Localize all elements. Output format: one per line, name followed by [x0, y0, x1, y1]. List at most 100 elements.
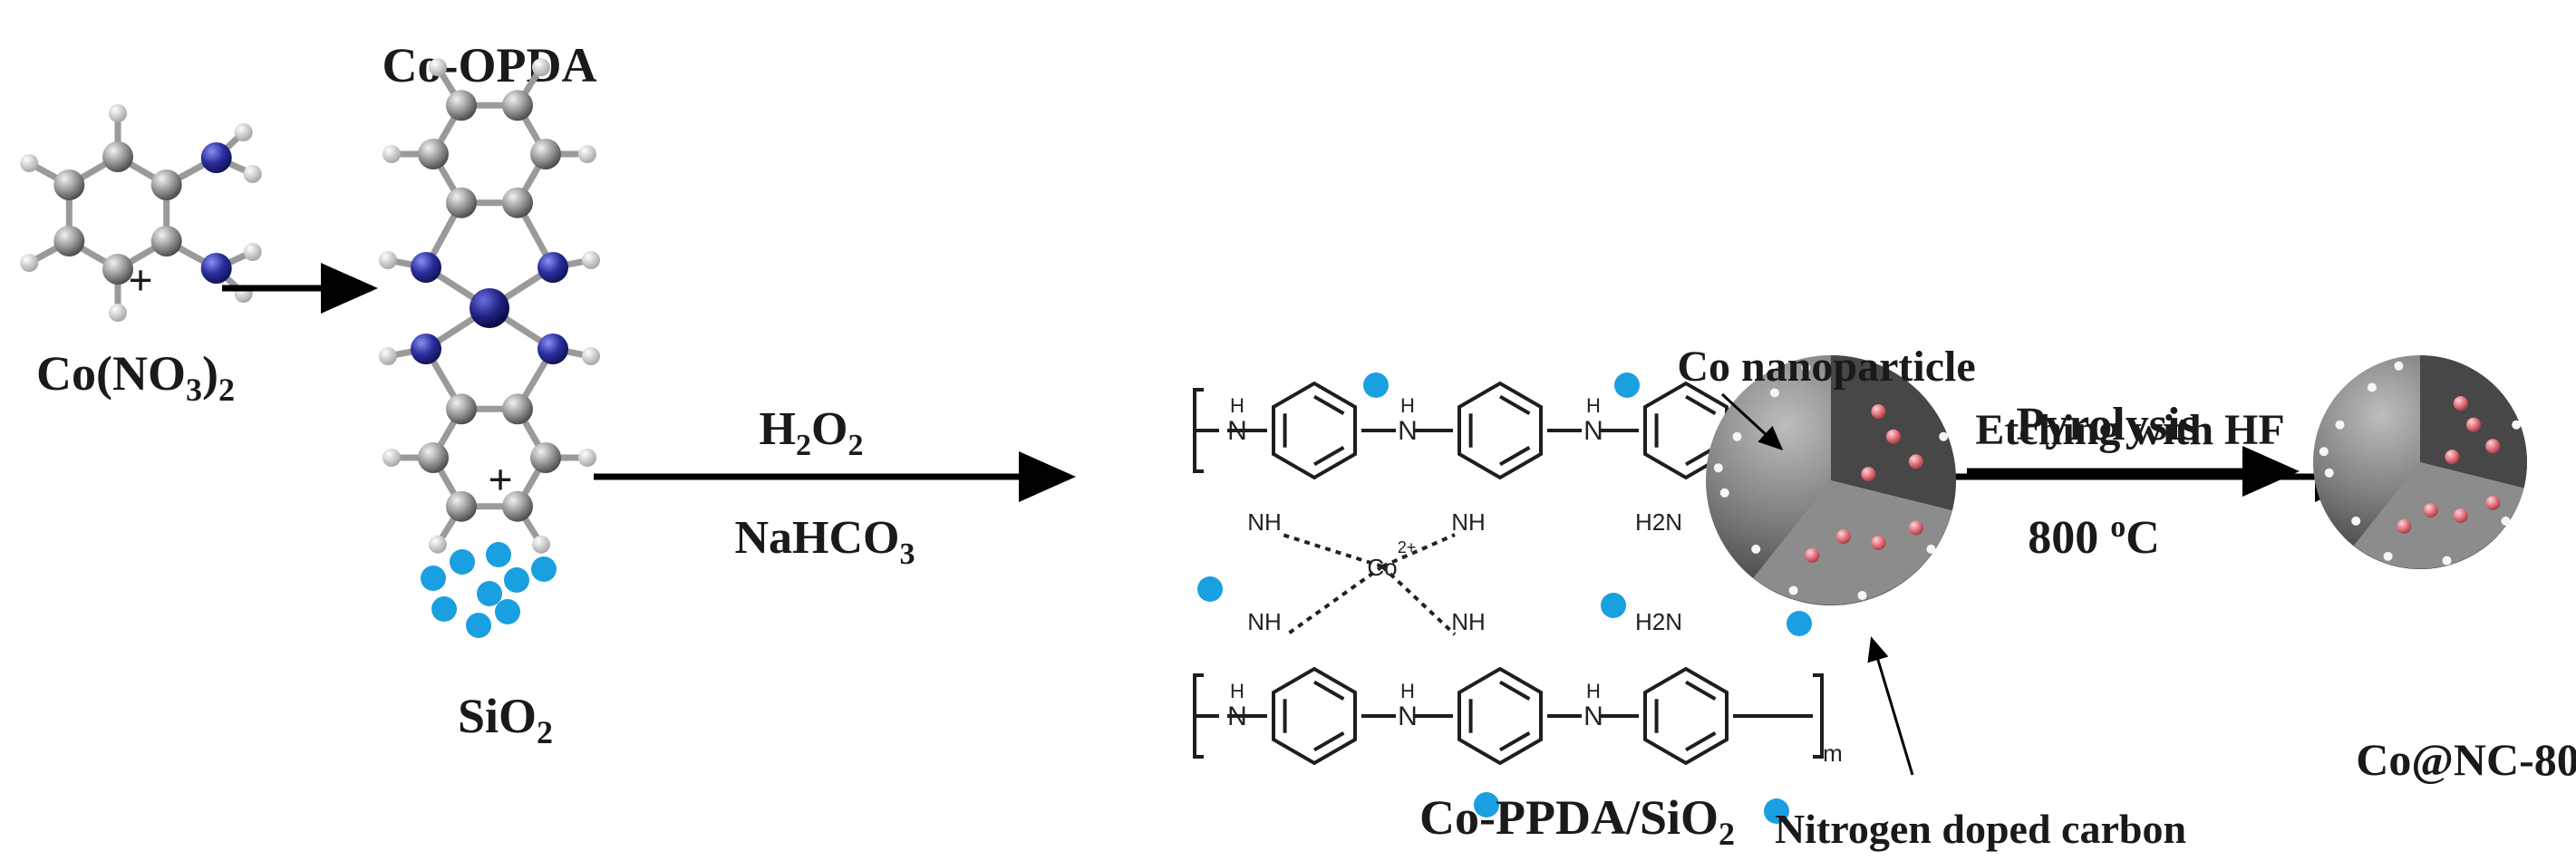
hydrogen-atom: [243, 165, 262, 183]
benzene-ring: [1643, 381, 1729, 480]
carbon-atom: [446, 90, 477, 121]
co-nanoparticle-label: Co nanoparticle: [1677, 343, 1975, 391]
hydrogen-atom: [429, 58, 447, 77]
co-nanoparticle: [2453, 508, 2468, 523]
hydrogen-atom: [379, 251, 397, 269]
hydrogen-atom: [234, 123, 253, 141]
benzene-ring: [1272, 666, 1357, 766]
hydrogen-atom: [532, 535, 550, 554]
carbon-atom: [530, 139, 561, 169]
nitrogen-carbon-label: Nitrogen doped carbon: [1775, 806, 2186, 852]
hydrogen-atom: [383, 145, 401, 163]
co-nanoparticle: [1805, 547, 1820, 563]
cutaway-face-bottom: [2353, 462, 2524, 569]
hydrogen-label: H: [1400, 680, 1415, 702]
carbon-atom: [102, 141, 133, 172]
co-opda-molecule: [379, 58, 600, 554]
double-bond: [1312, 445, 1345, 467]
surface-pore: [1751, 544, 1761, 554]
silica-dot: [450, 549, 475, 575]
repeat-subscript: m: [1823, 740, 1843, 767]
surface-pore: [1719, 488, 1729, 498]
hydrogen-label: H: [1230, 394, 1244, 417]
surface-pore: [2394, 361, 2404, 371]
carbon-atom: [530, 442, 561, 473]
silica-dot: [1474, 792, 1499, 817]
coordination-bond: [1282, 533, 1383, 568]
nitrogen-atom: [411, 252, 441, 283]
surface-pore: [2324, 468, 2334, 478]
polymer-bracket: [1813, 673, 1824, 759]
co-nc-sphere-product: [2313, 355, 2527, 569]
surface-pore: [2367, 382, 2377, 392]
surface-pore: [1857, 590, 1867, 600]
amine-label: NH: [1247, 508, 1282, 536]
amine-label: NH: [1247, 608, 1282, 635]
hydrogen-atom: [379, 347, 397, 365]
nitrogen-atom: [411, 334, 441, 364]
carbon-atom: [150, 169, 182, 200]
reagent-nahco3: NaHCO3: [735, 512, 915, 571]
double-bond: [1684, 680, 1717, 701]
silica-dot: [431, 596, 457, 622]
co-nanoparticle: [1886, 429, 1901, 444]
carbon-atom: [446, 187, 477, 218]
double-bond: [1498, 445, 1531, 467]
amine-label: H2N: [1635, 608, 1682, 635]
hydrogen-atom: [383, 449, 401, 467]
carbon-atom: [446, 490, 477, 522]
amine-label: H2N: [1635, 508, 1682, 536]
silica-dot: [466, 613, 491, 638]
double-bond: [1684, 394, 1717, 416]
pointer-arrow: [1867, 636, 1914, 776]
benzene-ring: [1457, 381, 1543, 480]
silica-dot: [531, 556, 557, 582]
nitrogen-label: N: [1583, 701, 1603, 731]
silica-particles: [421, 542, 557, 638]
surface-pore: [2335, 420, 2345, 430]
hydrogen-atom: [109, 104, 127, 122]
silica-dot: [495, 599, 520, 624]
coordination-bond: [1381, 533, 1456, 568]
silica-dot: [486, 542, 511, 567]
o-phenylenediamine-molecule: [20, 104, 262, 322]
hydrogen-atom: [20, 254, 39, 272]
double-bond: [1312, 730, 1345, 752]
double-bond: [1498, 680, 1531, 701]
benzene-ring: [1272, 381, 1357, 480]
hydrogen-atom: [578, 449, 596, 467]
cobalt-charge: 2+: [1398, 538, 1417, 556]
amine-label: NH: [1451, 608, 1486, 635]
surface-pore: [1801, 363, 1811, 372]
temperature-label: 800 oC: [2028, 510, 2160, 564]
nitrogen-atom: [537, 334, 568, 364]
carbon-atom: [418, 139, 449, 169]
double-bond: [1684, 730, 1717, 752]
co-nanoparticle: [2397, 518, 2412, 534]
double-bond: [1498, 730, 1531, 752]
plus-sign-1: +: [128, 256, 152, 305]
carbon-atom: [150, 226, 182, 256]
surface-pore: [1732, 431, 1742, 441]
carbon-atom: [502, 90, 533, 121]
hydrogen-label: H: [1586, 394, 1601, 417]
double-bond: [1312, 394, 1345, 416]
nitrogen-label: N: [1398, 416, 1418, 446]
double-bond: [1312, 680, 1345, 701]
silica-dot: [1787, 611, 1812, 636]
cutaway-face-bottom: [1753, 480, 1952, 605]
hydrogen-atom: [243, 243, 262, 261]
amine-label: NH: [1451, 508, 1486, 536]
surface-pore: [1939, 431, 1949, 441]
hydrogen-atom: [109, 304, 127, 322]
co-nanoparticle: [1908, 454, 1923, 469]
carbon-atom: [53, 226, 85, 256]
cobalt-atom: [470, 288, 509, 328]
surface-pore: [2319, 447, 2329, 457]
co-nanoparticle: [1861, 467, 1876, 482]
hydrogen-atom: [20, 154, 39, 172]
nitrogen-atom: [537, 252, 568, 283]
double-bond: [1498, 394, 1531, 416]
surface-pore: [1788, 585, 1798, 595]
